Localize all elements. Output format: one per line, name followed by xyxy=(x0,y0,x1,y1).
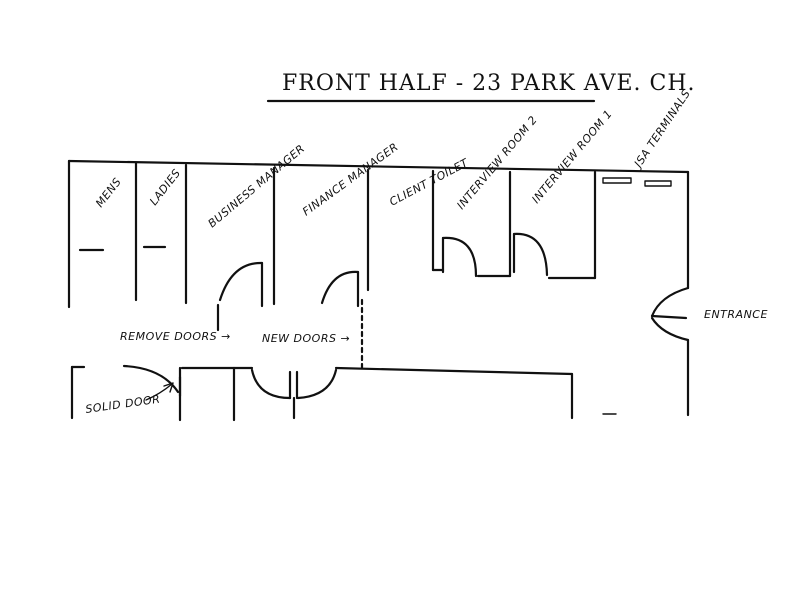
jsa-terminal-2 xyxy=(644,180,672,187)
label-ladies: LADIES xyxy=(147,167,183,208)
interview2-door-swing xyxy=(441,236,478,278)
top-wall xyxy=(67,159,690,174)
solid-door-swing xyxy=(122,364,180,394)
plan-title: FRONT HALF - 23 PARK AVE. CH. xyxy=(282,71,696,96)
business-door-swing xyxy=(218,261,264,302)
lower-door-swing-left xyxy=(250,368,292,400)
label-business-manager: BUSINESS MANAGER xyxy=(206,142,308,230)
note-new-doors: NEW DOORS → xyxy=(262,332,350,345)
lower-wall-e xyxy=(334,366,574,376)
solid-door-arrow xyxy=(145,383,173,401)
finance-door-swing xyxy=(320,270,360,305)
lower-door-swing-right xyxy=(296,368,338,400)
entrance-door-leaf xyxy=(650,314,688,320)
note-remove-doors: REMOVE DOORS → xyxy=(120,330,231,343)
interview1-door-swing xyxy=(512,232,549,277)
entrance-door-swing-upper xyxy=(650,286,690,318)
entrance-door-swing-lower xyxy=(650,316,690,342)
label-mens: MENS xyxy=(93,175,124,210)
jsa-terminal-1 xyxy=(602,177,632,184)
label-finance-manager: FINANCE MANAGER xyxy=(300,140,401,218)
solid-door-arrowhead xyxy=(163,382,174,393)
label-jsa-terminals: JSA TERMINALS xyxy=(631,87,694,171)
label-interview-room-1: INTERVIEW ROOM 1 xyxy=(529,107,615,206)
label-entrance: ENTRANCE xyxy=(704,308,768,321)
note-solid-door: SOLID DOOR xyxy=(85,393,161,416)
